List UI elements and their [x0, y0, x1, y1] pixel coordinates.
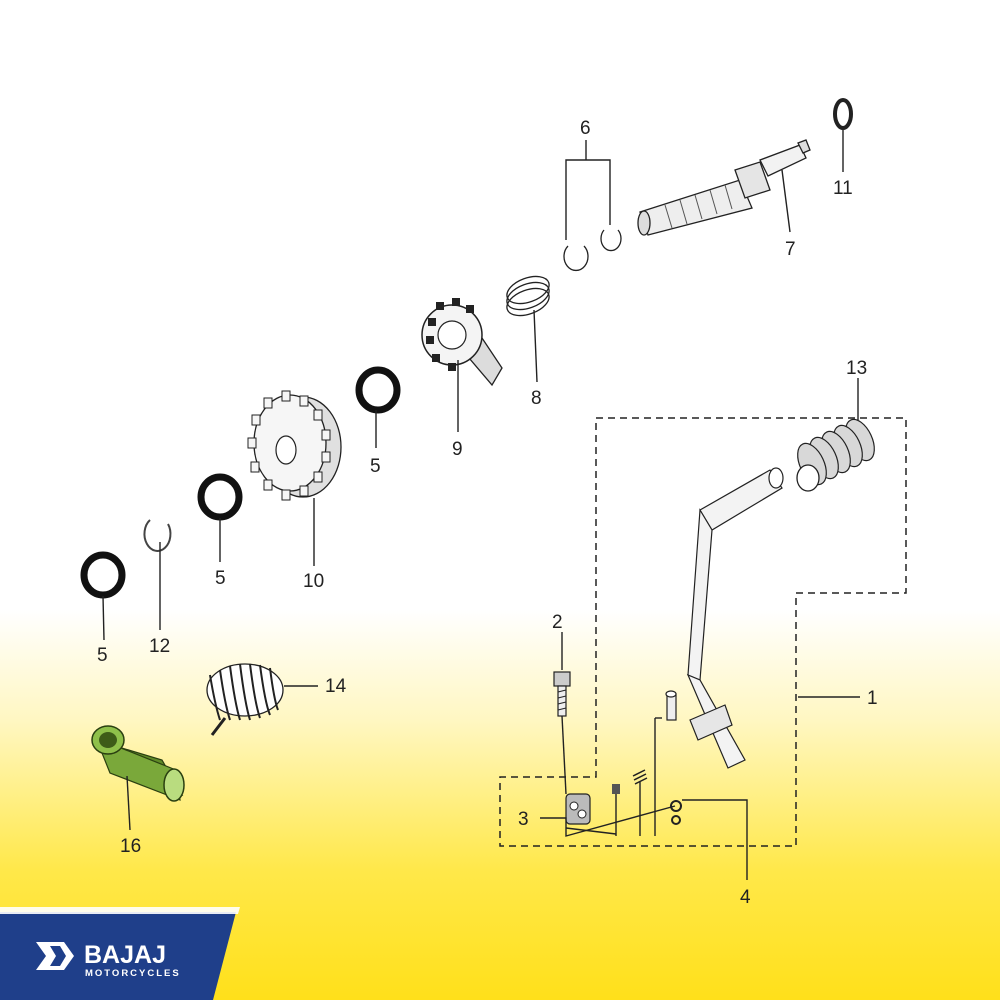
part-11-circlip — [833, 98, 853, 130]
callout-9: 9 — [452, 439, 463, 460]
part-7-shaft — [637, 139, 811, 236]
part-9-ratchet — [421, 298, 503, 387]
part-14-spring — [206, 663, 284, 736]
part-13-grip — [796, 418, 875, 492]
assembly-boundary — [499, 417, 907, 847]
part-10-gear — [247, 390, 342, 501]
bajaj-logo: BAJAJ MOTORCYCLES — [0, 907, 240, 1000]
bajaj-emblem-icon — [36, 942, 74, 970]
part-12-circlip — [143, 519, 172, 552]
brand-name: BAJAJ — [84, 941, 166, 969]
part-5-washer-upper — [355, 366, 401, 414]
part-2-bolt — [553, 671, 571, 717]
callout-7: 7 — [785, 239, 796, 260]
part-8-spring-ring — [506, 275, 550, 317]
part-5-washer-middle — [197, 473, 243, 521]
callout-12: 12 — [149, 636, 170, 657]
callout-labels: 11 6 7 8 9 5 10 5 12 5 13 14 16 2 1 3 4 — [97, 118, 878, 908]
part-3-kit — [565, 769, 682, 825]
brand-tagline: MOTORCYCLES — [85, 968, 181, 979]
callout-11: 11 — [833, 178, 853, 199]
leader-lines — [102, 130, 860, 880]
part-1-kick-lever — [686, 467, 784, 769]
callout-13: 13 — [846, 358, 867, 379]
callout-2: 2 — [552, 612, 563, 633]
callout-6: 6 — [580, 118, 591, 139]
callout-3: 3 — [518, 809, 529, 830]
part-16-bush — [91, 725, 185, 802]
callout-10: 10 — [303, 571, 324, 592]
callout-14: 14 — [325, 676, 347, 697]
part-6-circlips — [563, 229, 622, 272]
callout-5-upper: 5 — [370, 456, 381, 477]
callout-1: 1 — [867, 688, 878, 709]
callout-4: 4 — [740, 887, 751, 908]
callout-16: 16 — [120, 836, 141, 857]
callout-5-middle: 5 — [215, 568, 226, 589]
part-5-washer-lower — [80, 551, 126, 599]
callout-5-lower: 5 — [97, 645, 108, 666]
lever-pin — [665, 690, 677, 721]
callout-8: 8 — [531, 388, 542, 409]
